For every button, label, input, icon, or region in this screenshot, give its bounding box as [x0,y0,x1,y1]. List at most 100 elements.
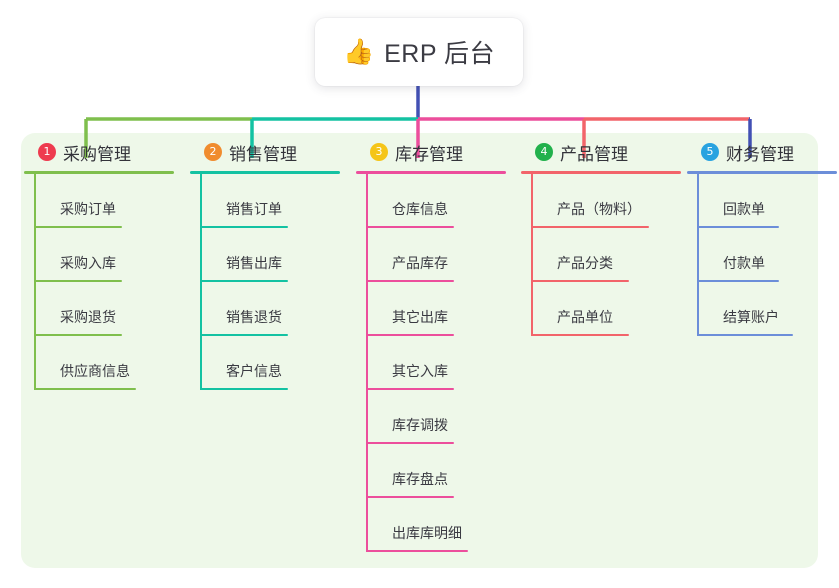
branch-title-label: 销售管理 [229,144,297,164]
leaf-item[interactable]: 产品分类 [531,228,681,282]
branch-spine [34,174,36,390]
leaf-item-label: 采购订单 [60,201,116,217]
leaf-item[interactable]: 采购退货 [34,282,174,336]
branch-number-badge: 5 [701,143,719,161]
leaf-item-underline [34,334,122,336]
leaf-item[interactable]: 仓库信息 [366,174,506,228]
leaf-item-underline [366,226,454,228]
leaf-item-label: 采购退货 [60,309,116,325]
leaf-item[interactable]: 付款单 [697,228,837,282]
leaf-item[interactable]: 销售出库 [200,228,340,282]
leaf-item-underline [697,280,779,282]
leaf-item-label: 结算账户 [723,309,779,325]
leaf-item[interactable]: 产品库存 [366,228,506,282]
branch-number-badge: 1 [38,143,56,161]
leaf-item-label: 客户信息 [226,363,282,379]
leaf-item-label: 产品库存 [392,255,448,271]
leaf-item-underline [34,280,122,282]
leaf-item-underline [200,226,288,228]
leaf-item-label: 回款单 [723,201,765,217]
leaf-item-underline [34,226,122,228]
branch-item-list: 回款单付款单结算账户 [687,174,837,336]
leaf-item[interactable]: 其它入库 [366,336,506,390]
branch-underline [687,171,837,174]
branch-spine [200,174,202,390]
leaf-item-underline [366,442,454,444]
branch-item-list: 采购订单采购入库采购退货供应商信息 [24,174,174,390]
leaf-item[interactable]: 产品单位 [531,282,681,336]
root-node[interactable]: 👍 ERP 后台 [315,18,523,86]
leaf-item-underline [697,226,779,228]
leaf-item-underline [366,496,454,498]
branch-header-finance[interactable]: 5 财务管理 [687,133,837,171]
leaf-item-underline [531,226,649,228]
leaf-item-label: 销售退货 [226,309,282,325]
leaf-item-label: 产品分类 [557,255,613,271]
leaf-item-underline [531,334,629,336]
branch-header-sales[interactable]: 2 销售管理 [190,133,340,171]
branch-spine [697,174,699,336]
leaf-item-underline [200,388,288,390]
branch-column-product: 4 产品管理产品（物料） 产品分类产品单位 [521,133,681,336]
leaf-item-label: 其它出库 [392,309,448,325]
leaf-item[interactable]: 库存盘点 [366,444,506,498]
branch-item-list: 销售订单销售出库销售退货客户信息 [190,174,340,390]
branch-spine [531,174,533,336]
leaf-item[interactable]: 结算账户 [697,282,837,336]
branch-item-list: 产品（物料） 产品分类产品单位 [521,174,681,336]
branch-column-sales: 2 销售管理销售订单销售出库销售退货客户信息 [190,133,340,390]
leaf-item-label: 库存盘点 [392,471,448,487]
leaf-item[interactable]: 回款单 [697,174,837,228]
leaf-item-underline [366,280,454,282]
leaf-item[interactable]: 采购订单 [34,174,174,228]
leaf-item-underline [366,388,454,390]
leaf-item[interactable]: 销售退货 [200,282,340,336]
branch-header-inventory[interactable]: 3 库存管理 [356,133,506,171]
leaf-item-label: 其它入库 [392,363,448,379]
leaf-item[interactable]: 采购入库 [34,228,174,282]
branch-column-finance: 5 财务管理回款单付款单结算账户 [687,133,837,336]
leaf-item-label: 产品（物料） [557,201,641,217]
leaf-item-underline [34,388,136,390]
leaf-item-underline [200,334,288,336]
leaf-item[interactable]: 销售订单 [200,174,340,228]
leaf-item-underline [366,334,454,336]
branch-underline [521,171,681,174]
branch-underline [356,171,506,174]
leaf-item-label: 出库库明细 [392,525,462,541]
leaf-item-underline [200,280,288,282]
branch-underline [190,171,340,174]
branch-title-label: 产品管理 [560,144,628,164]
branch-title-label: 财务管理 [726,144,794,164]
leaf-item-label: 仓库信息 [392,201,448,217]
branch-underline [24,171,174,174]
branch-title-label: 采购管理 [63,144,131,164]
thumbs-up-emoji: 👍 [342,37,375,66]
leaf-item-underline [531,280,629,282]
leaf-item-label: 销售出库 [226,255,282,271]
branch-header-purchase[interactable]: 1 采购管理 [24,133,174,171]
branch-column-purchase: 1 采购管理采购订单采购入库采购退货供应商信息 [24,133,174,390]
leaf-item[interactable]: 出库库明细 [366,498,506,552]
leaf-item-label: 库存调拨 [392,417,448,433]
leaf-item-underline [697,334,793,336]
leaf-item[interactable]: 库存调拨 [366,390,506,444]
leaf-item-label: 产品单位 [557,309,613,325]
branch-columns: 1 采购管理采购订单采购入库采购退货供应商信息 2 销售管理销售订单销售出库销售退货客… [0,133,839,568]
branch-number-badge: 2 [204,143,222,161]
leaf-item[interactable]: 供应商信息 [34,336,174,390]
leaf-item-label: 销售订单 [226,201,282,217]
branch-number-badge: 3 [370,143,388,161]
branch-item-list: 仓库信息产品库存其它出库其它入库库存调拨库存盘点出库库明细 [356,174,506,552]
leaf-item[interactable]: 客户信息 [200,336,340,390]
branch-spine [366,174,368,552]
branch-header-product[interactable]: 4 产品管理 [521,133,681,171]
branch-column-inventory: 3 库存管理仓库信息产品库存其它出库其它入库库存调拨库存盘点出库库明细 [356,133,506,552]
leaf-item-label: 付款单 [723,255,765,271]
leaf-item[interactable]: 产品（物料） [531,174,681,228]
branch-number-badge: 4 [535,143,553,161]
branch-title-label: 库存管理 [395,144,463,164]
leaf-item[interactable]: 其它出库 [366,282,506,336]
leaf-item-label: 采购入库 [60,255,116,271]
